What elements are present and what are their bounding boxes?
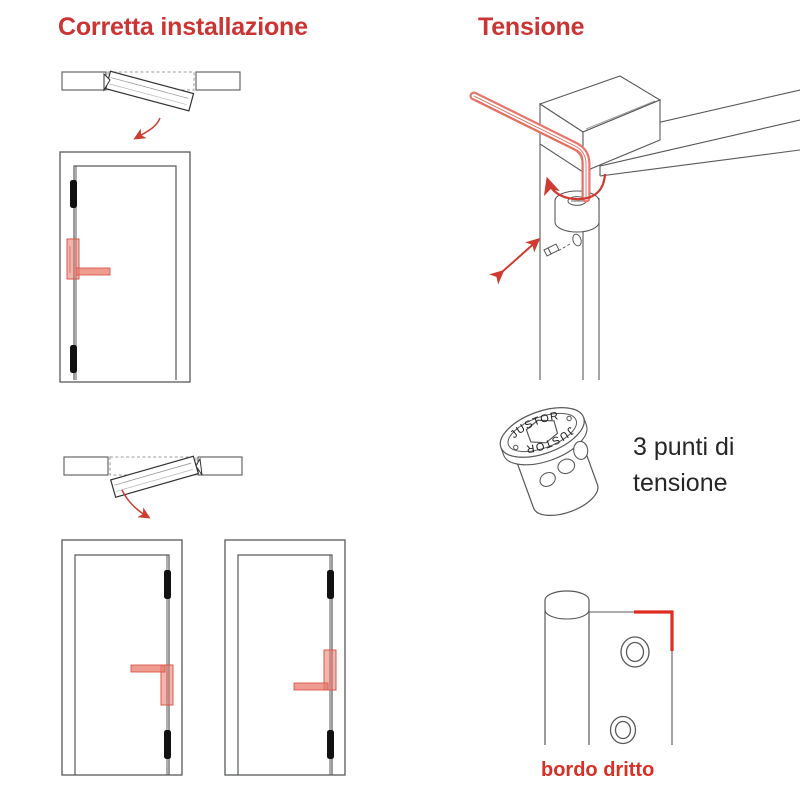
cylinder-head-rim xyxy=(500,417,588,466)
vertical-post xyxy=(539,144,600,380)
frame-stub-right xyxy=(195,71,241,91)
corner-block-top-face xyxy=(538,75,662,133)
cylinder-brand-ring xyxy=(507,412,578,453)
frame-stub-left xyxy=(61,71,107,91)
allen-key xyxy=(469,91,591,203)
door-closer-device-b xyxy=(293,649,337,691)
tension-hole-1 xyxy=(539,471,556,487)
door-closer-arm xyxy=(75,267,111,276)
door-elevation-hinge-right-arm-bottom xyxy=(224,539,346,776)
door-closer-device-a xyxy=(130,664,174,706)
post-head-socket xyxy=(567,196,587,206)
frame-stub-right-2 xyxy=(197,456,243,476)
justor-tension-cylinder: JUSTOR JUSTOR xyxy=(499,407,599,516)
door-outer-frame xyxy=(59,151,191,383)
hinge-lower-a xyxy=(164,730,171,759)
straight-edge-marker xyxy=(634,610,674,651)
plate-ring-lower xyxy=(609,715,637,745)
hex-socket xyxy=(525,419,559,444)
page-title-left: Corretta installazione xyxy=(58,13,308,41)
door-closer-device xyxy=(66,238,111,280)
post-top-cap xyxy=(544,590,590,601)
corner-block xyxy=(538,75,662,174)
svg-text:JUSTOR: JUSTOR xyxy=(521,423,578,458)
rod-insertion-detail-right xyxy=(63,455,243,519)
rod-target-outline xyxy=(107,71,195,91)
door-outer-frame-b xyxy=(224,539,346,776)
door-closer-arm-b xyxy=(293,682,329,691)
rod-body xyxy=(105,70,195,112)
post-straight-edge-detail xyxy=(544,590,674,745)
post-head-collar xyxy=(554,190,600,233)
corner-block-right-face xyxy=(582,99,661,173)
rod-insertion-detail-left xyxy=(61,70,241,140)
hinge-lower xyxy=(70,345,77,373)
corner-block-left-face xyxy=(539,102,584,174)
hinge-upper xyxy=(70,180,77,208)
iso-rail xyxy=(599,89,800,177)
cylinder-body xyxy=(509,420,599,516)
caption-tension-points: 3 punti di tensione xyxy=(633,430,734,501)
brand-text-group: JUSTOR JUSTOR xyxy=(506,408,578,458)
door-outer-frame-a xyxy=(61,539,183,776)
post-cap-seam xyxy=(544,609,590,620)
rotation-arrow xyxy=(543,173,607,201)
door-inner-jamb-a xyxy=(74,554,170,775)
hinge-lower-b xyxy=(327,730,334,759)
post-side-hole xyxy=(572,233,582,247)
allen-key-tensioning-detail xyxy=(469,75,800,380)
frame-stub-left-2 xyxy=(63,456,109,476)
caption-tension-line2: tensione xyxy=(633,468,728,497)
travel-double-arrow xyxy=(489,237,541,285)
install-direction-arrow xyxy=(133,117,161,140)
rod-pivot-nub xyxy=(103,72,111,92)
hinge-upper-b xyxy=(327,570,334,599)
rod-body-2 xyxy=(109,455,200,498)
cylinder-head-disc xyxy=(499,407,585,458)
door-closer-arm-a xyxy=(130,664,166,673)
caption-tension-line1: 3 punti di xyxy=(633,433,735,461)
grub-screw xyxy=(543,243,571,257)
door-inner-jamb-b xyxy=(237,554,333,775)
door-elevation-hinge-right-arm-top xyxy=(61,539,183,776)
hinge-upper-a xyxy=(164,570,171,599)
svg-text:JUSTOR: JUSTOR xyxy=(506,408,563,443)
page-title-right: Tensione xyxy=(478,13,585,41)
tension-hole-2 xyxy=(557,458,576,475)
door-inner-jamb xyxy=(73,165,177,380)
plate-outline xyxy=(589,611,673,745)
plate-ring-upper xyxy=(620,636,650,668)
door-elevation-hinge-left xyxy=(59,151,191,383)
rod-pivot-nub-2 xyxy=(195,457,203,476)
tension-hole-3 xyxy=(573,440,589,460)
rod-target-outline-2 xyxy=(109,456,197,476)
install-direction-arrow-2 xyxy=(121,489,151,519)
caption-straight-edge: bordo dritto xyxy=(541,759,655,781)
